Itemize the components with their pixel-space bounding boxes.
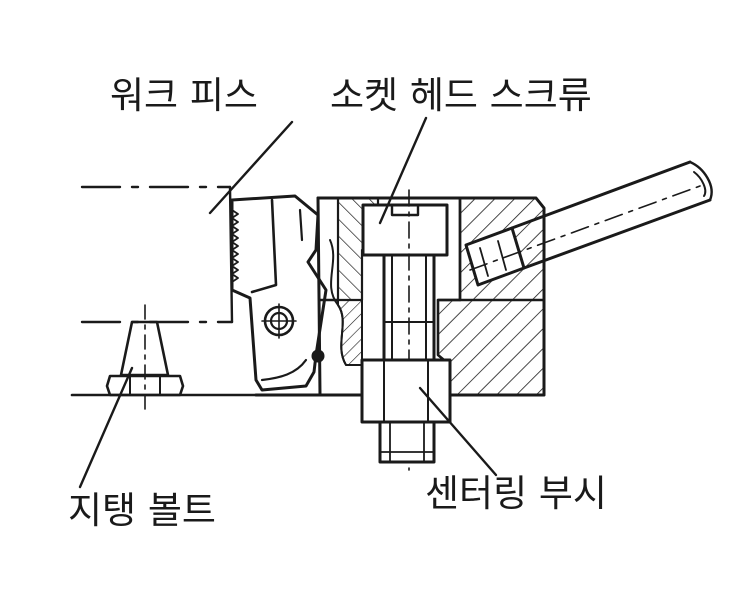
leader-lines xyxy=(78,116,498,489)
label-support-bolt: 지탱 볼트 xyxy=(68,489,216,532)
support-bolt xyxy=(105,304,185,411)
leader-screw xyxy=(378,116,428,225)
label-workpiece: 워크 피스 xyxy=(110,74,258,117)
label-centering-bush: 센터링 부시 xyxy=(425,472,607,515)
leader-bolt xyxy=(78,366,134,489)
actuator-rod xyxy=(464,160,713,287)
clamp-jaw xyxy=(230,194,328,392)
label-socket-head-screw: 소켓 헤드 스크류 xyxy=(330,74,592,117)
leader-bush xyxy=(418,386,498,477)
workpiece-outline xyxy=(80,185,234,324)
socket-head-screw xyxy=(361,189,449,471)
centering-bush xyxy=(360,358,452,464)
leader-workpiece xyxy=(208,120,294,215)
